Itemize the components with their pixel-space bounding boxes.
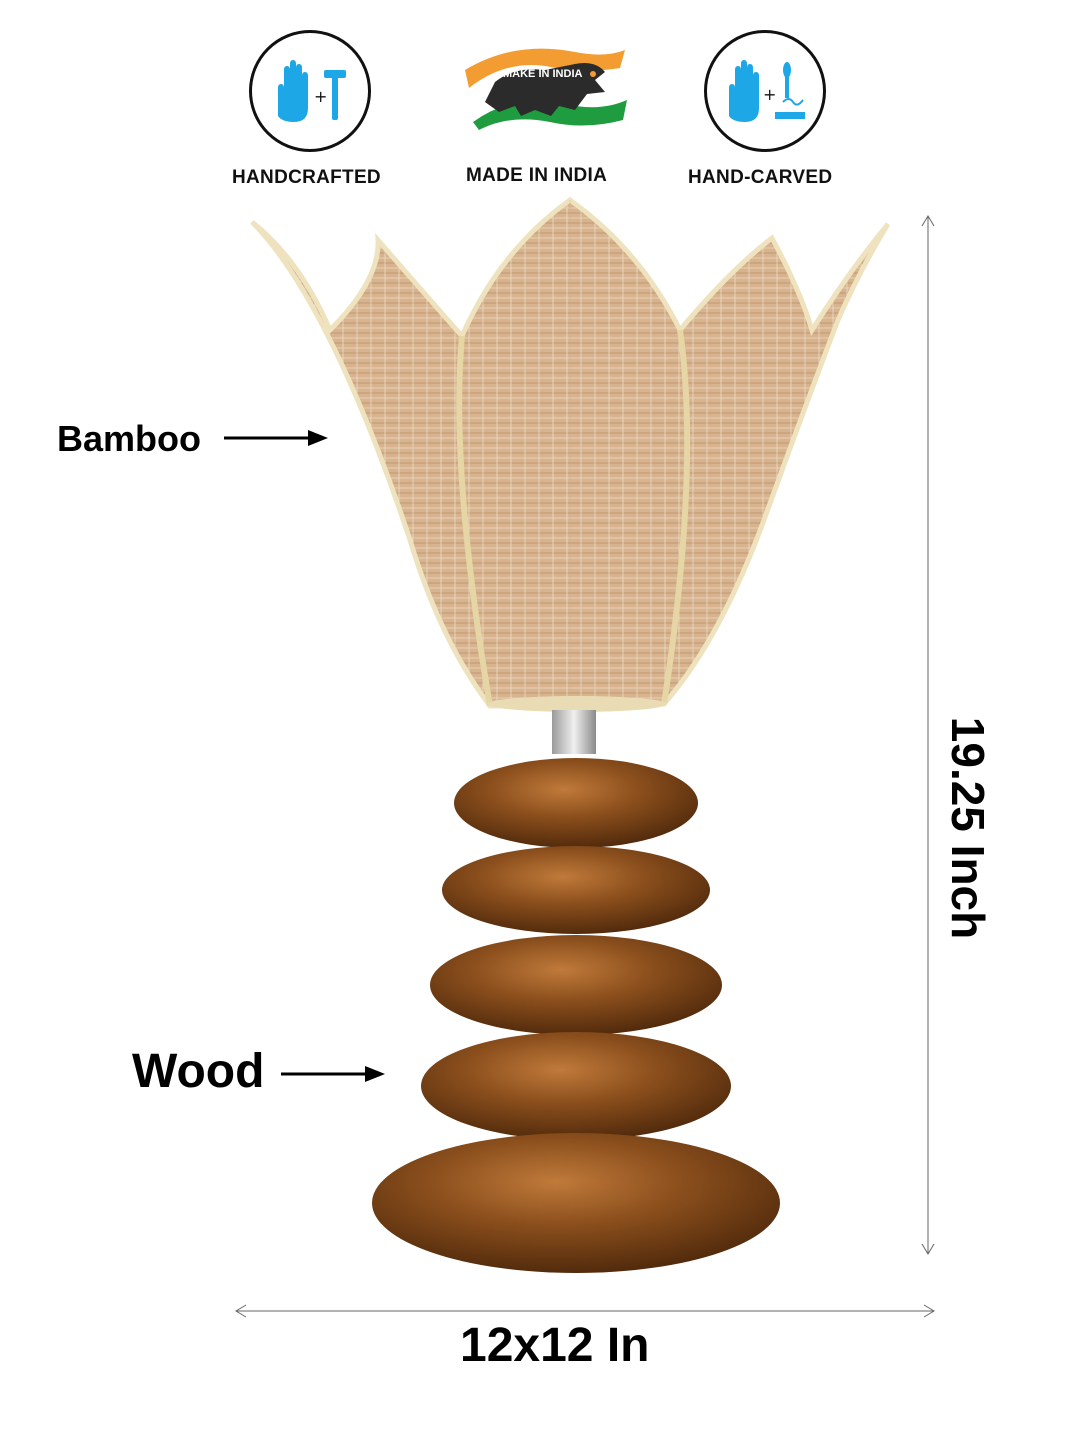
svg-text:+: + xyxy=(314,87,327,106)
wood-base xyxy=(372,758,780,1273)
wood-arrow xyxy=(281,1066,385,1082)
hand-chisel-icon: + xyxy=(729,60,805,122)
bamboo-shade xyxy=(250,196,891,712)
hand-carved-badge: + xyxy=(703,30,827,152)
bamboo-arrow xyxy=(224,430,328,446)
handcrafted-circle: + xyxy=(249,30,371,152)
svg-text:+: + xyxy=(763,85,776,104)
made-in-india-badge: MAKE IN INDIA xyxy=(455,30,635,140)
height-dimension-line xyxy=(921,215,935,1255)
height-label: 19.25 Inch xyxy=(942,716,994,940)
bamboo-label: Bamboo xyxy=(57,418,201,459)
handcrafted-badge: + xyxy=(248,30,372,152)
hand-carved-circle: + xyxy=(704,30,826,152)
make-in-india-logo-text: MAKE IN INDIA xyxy=(503,68,583,80)
make-in-india-lion-logo xyxy=(465,48,627,130)
wood-label: Wood xyxy=(132,1045,265,1098)
width-dimension-line xyxy=(235,1304,935,1318)
hand-carved-label: HAND-CARVED xyxy=(688,167,833,188)
made-in-india-label: MADE IN INDIA xyxy=(466,165,608,186)
hand-hammer-icon: + xyxy=(278,60,346,122)
width-label: 12x12 In xyxy=(460,1319,650,1372)
lamp-holder xyxy=(552,710,596,754)
handcrafted-label: HANDCRAFTED xyxy=(232,167,381,188)
